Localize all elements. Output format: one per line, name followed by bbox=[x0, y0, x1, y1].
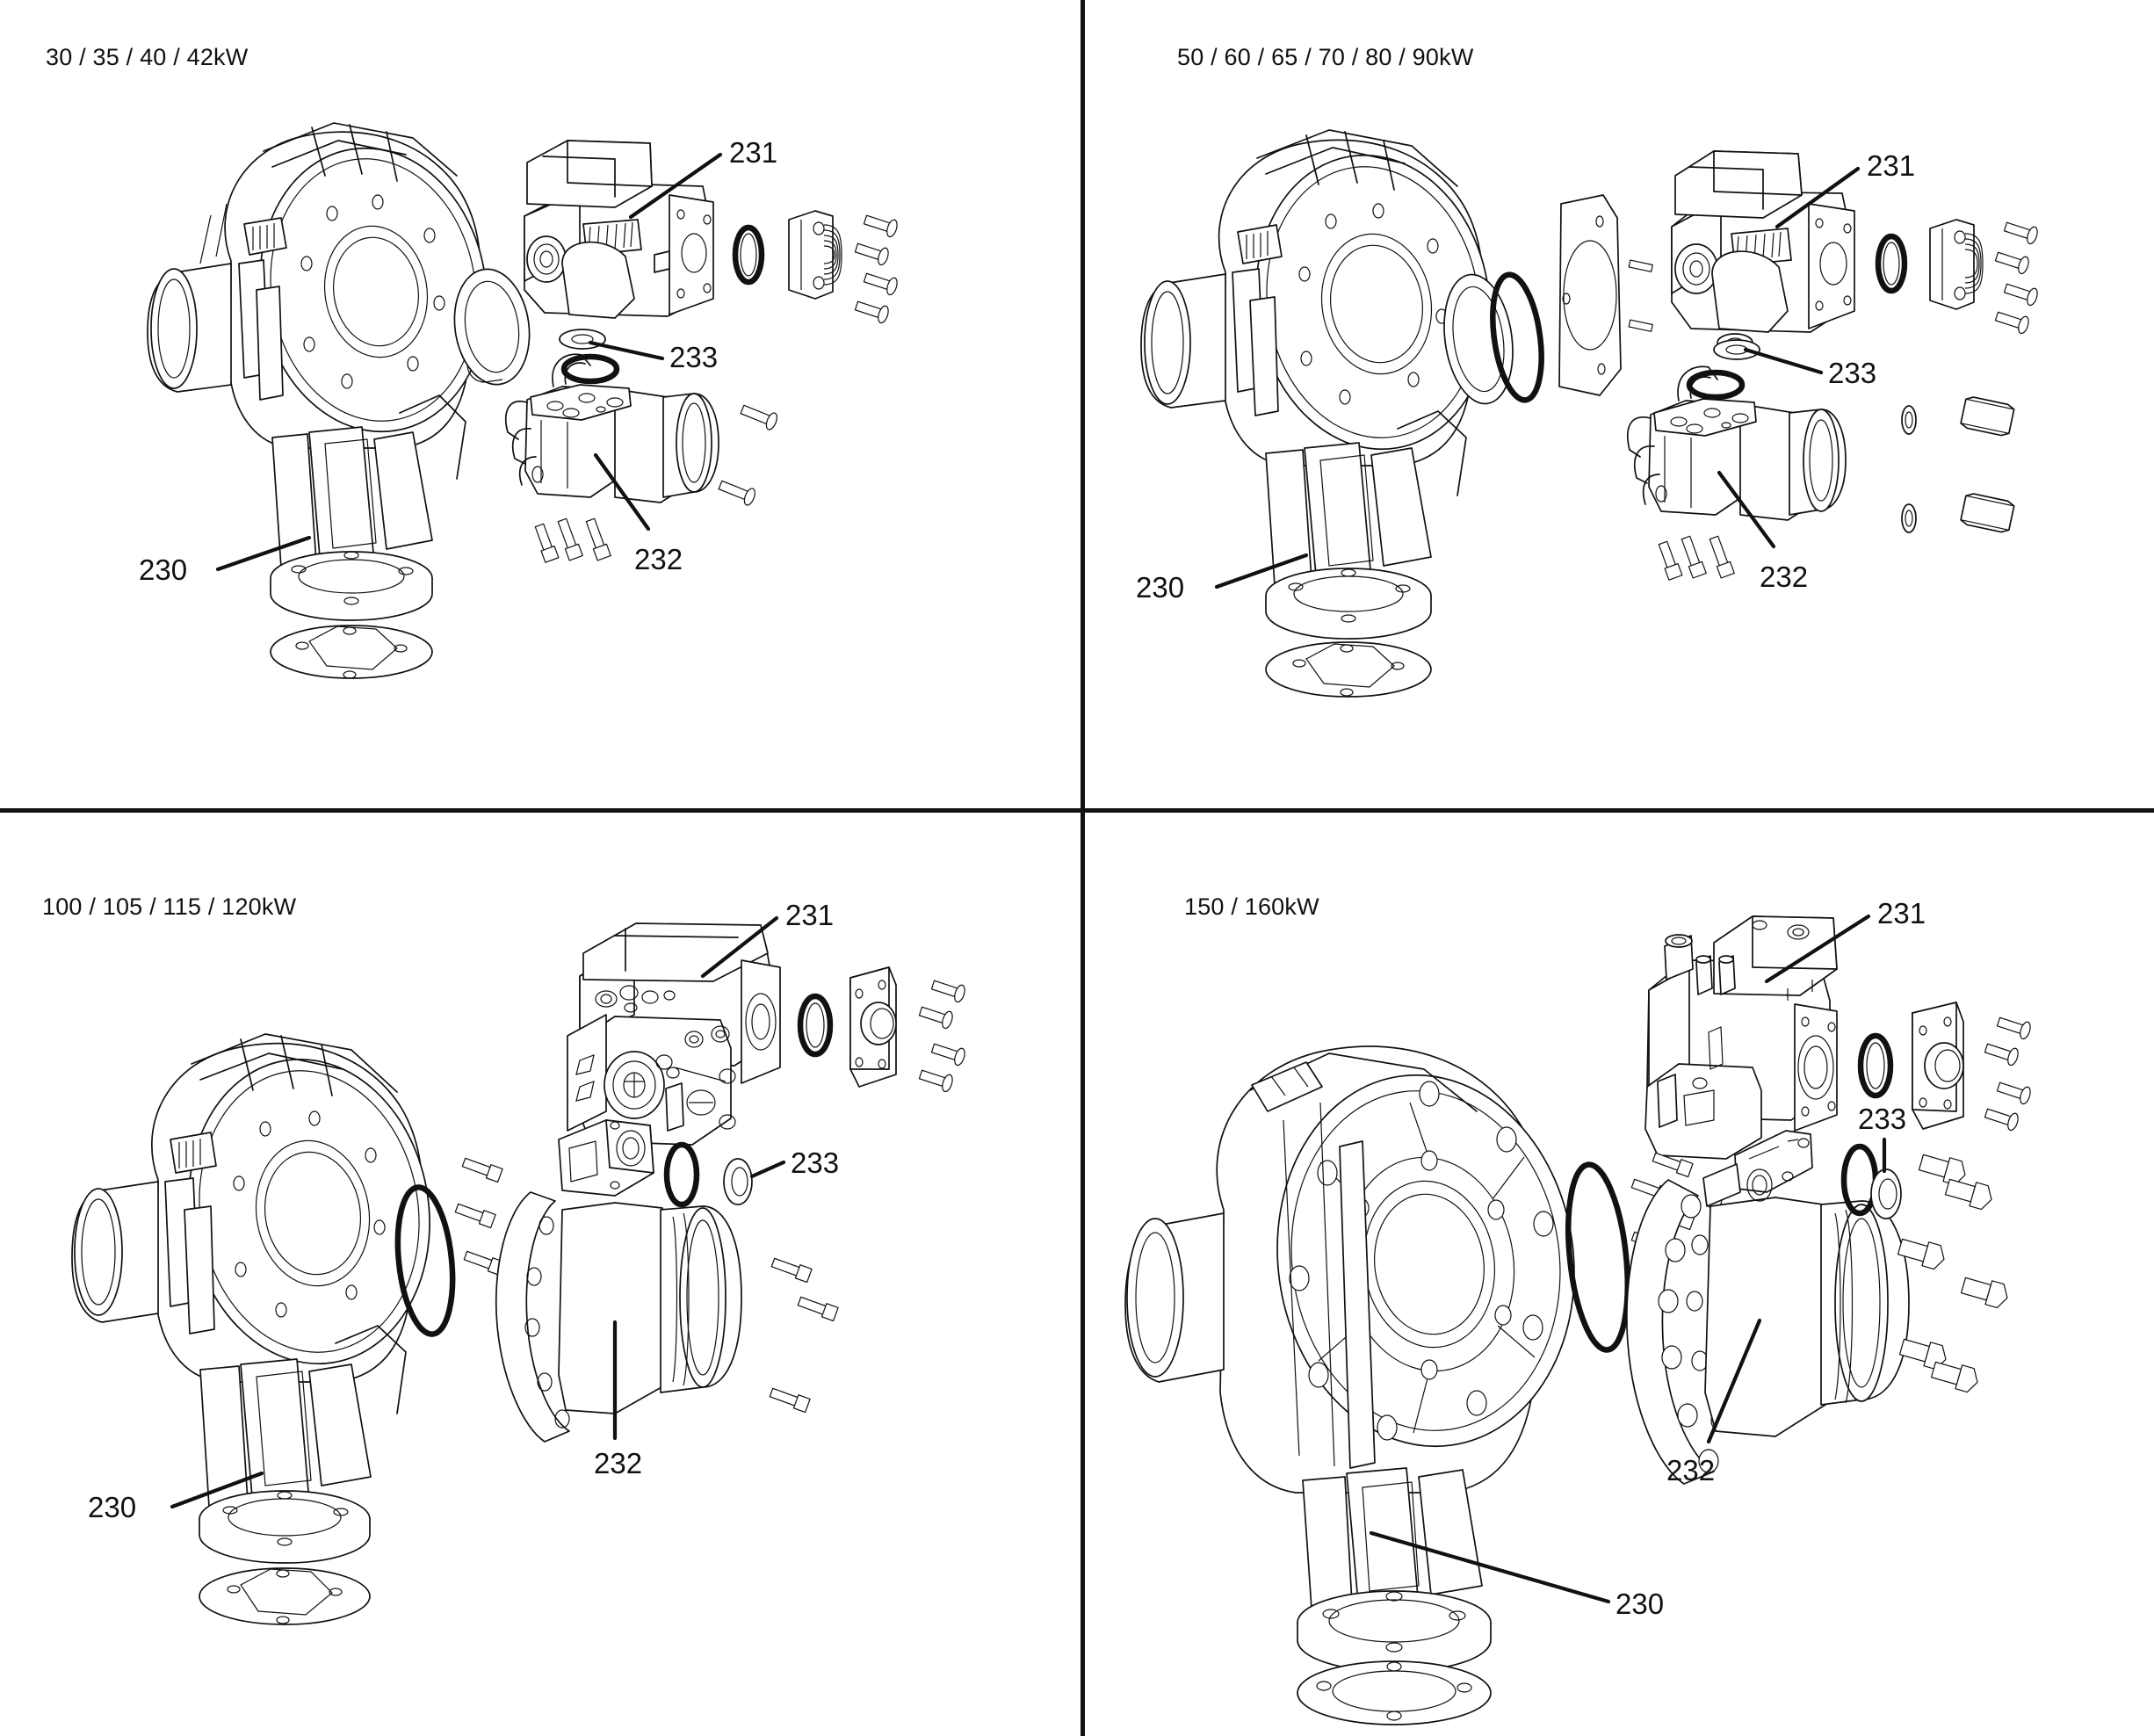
leader-231 bbox=[628, 152, 723, 220]
callout-230: 230 bbox=[1616, 1588, 1664, 1620]
fan-blower-assembly-230 bbox=[147, 122, 531, 679]
threaded-adaptor bbox=[1929, 219, 1984, 310]
callout-232: 232 bbox=[634, 543, 683, 575]
callout-230: 230 bbox=[139, 553, 187, 586]
venturi-232 bbox=[1626, 365, 1847, 521]
callout-231: 231 bbox=[1877, 897, 1926, 929]
callout-231: 231 bbox=[785, 899, 834, 931]
callout-232: 232 bbox=[1760, 561, 1808, 593]
callout-233: 233 bbox=[791, 1146, 839, 1179]
large-o-ring bbox=[1565, 1161, 1630, 1353]
valve-screws bbox=[854, 214, 898, 324]
leader-232 bbox=[1706, 1318, 1762, 1444]
venturi-bolts bbox=[534, 517, 611, 563]
valve-screws bbox=[918, 980, 965, 1093]
leader-230 bbox=[215, 535, 312, 572]
panel-title-top-left: 30 / 35 / 40 / 42kW bbox=[46, 44, 249, 70]
callout-230: 230 bbox=[1136, 571, 1184, 604]
callout-233: 233 bbox=[1828, 357, 1876, 389]
gas-valve-231 bbox=[524, 140, 714, 319]
mounting-plate bbox=[1558, 194, 1653, 396]
callout-230: 230 bbox=[88, 1491, 136, 1523]
venturi-screws bbox=[769, 1257, 839, 1414]
fan-blower-assembly-230 bbox=[1140, 129, 1544, 698]
washers-and-spacers bbox=[1901, 396, 2015, 533]
fan-blower-assembly-230 bbox=[71, 1033, 430, 1625]
valve-screws bbox=[1994, 221, 2038, 335]
large-o-ring bbox=[394, 1184, 456, 1337]
venturi-232 bbox=[1626, 1130, 1910, 1485]
venturi-o-ring bbox=[663, 1141, 700, 1208]
venturi-bolts bbox=[1658, 535, 1735, 581]
venturi-232 bbox=[495, 1119, 742, 1443]
callout-232: 232 bbox=[594, 1447, 642, 1479]
leader-230 bbox=[1369, 1530, 1611, 1604]
gas-valve-231 bbox=[1671, 150, 1855, 352]
blower-screws bbox=[454, 1157, 505, 1277]
venturi-o-ring bbox=[560, 353, 620, 385]
panel-top-right: 50 / 60 / 65 / 70 / 80 / 90kW bbox=[1085, 0, 2154, 808]
callout-232: 232 bbox=[1666, 1454, 1715, 1486]
threaded-adaptor bbox=[788, 210, 842, 300]
callout-233: 233 bbox=[669, 341, 718, 373]
exploded-view-bottom-right: 231 233 230 232 bbox=[1124, 897, 2031, 1725]
leader-233 bbox=[588, 340, 665, 361]
seal-washer-233 bbox=[1713, 339, 1760, 360]
panel-title-bottom-right: 150 / 160kW bbox=[1184, 893, 1319, 920]
valve-o-ring bbox=[1875, 233, 1908, 294]
valve-o-ring bbox=[797, 993, 834, 1058]
panel-title-bottom-left: 100 / 105 / 115 / 120kW bbox=[42, 893, 297, 920]
panel-top-left: 30 / 35 / 40 / 42kW bbox=[0, 0, 1081, 808]
flange-plate bbox=[849, 966, 897, 1088]
leader-230 bbox=[1214, 553, 1309, 590]
fan-blower-assembly-230 bbox=[1124, 1045, 1575, 1725]
leader-232 bbox=[593, 452, 651, 532]
horizontal-divider bbox=[0, 808, 2154, 813]
venturi-o-ring bbox=[1686, 369, 1746, 401]
valve-screws bbox=[1984, 1016, 2031, 1132]
panel-title-top-right: 50 / 60 / 65 / 70 / 80 / 90kW bbox=[1177, 44, 1474, 70]
callout-233: 233 bbox=[1858, 1103, 1906, 1135]
seal-washer-233 bbox=[1870, 1168, 1902, 1219]
callout-231: 231 bbox=[1867, 149, 1915, 182]
leader-233 bbox=[1743, 347, 1824, 375]
leader-233 bbox=[749, 1160, 786, 1179]
callout-231: 231 bbox=[729, 136, 777, 169]
leader-230 bbox=[170, 1471, 264, 1509]
exploded-view-top-left: 231 233 230 232 bbox=[139, 122, 898, 679]
panel-bottom-right: 150 / 160kW bbox=[1085, 813, 2154, 1736]
seal-washer-233 bbox=[723, 1158, 753, 1205]
leader-232 bbox=[1717, 470, 1776, 549]
venturi-screws bbox=[718, 404, 777, 506]
venturi-232 bbox=[504, 353, 719, 503]
valve-o-ring bbox=[1857, 1032, 1894, 1099]
venturi-hex-bolts bbox=[1897, 1154, 2008, 1393]
vertical-divider bbox=[1081, 0, 1085, 1736]
exploded-view-top-right: 231 233 230 232 bbox=[1136, 129, 2038, 698]
leader-231 bbox=[1764, 914, 1871, 984]
exploded-view-bottom-left: 231 233 230 232 bbox=[71, 899, 965, 1625]
flange-plate bbox=[1912, 1002, 1964, 1130]
leader-231 bbox=[700, 915, 779, 979]
panel-bottom-left: 100 / 105 / 115 / 120kW bbox=[0, 813, 1081, 1736]
gas-valve-231 bbox=[1644, 915, 1838, 1160]
valve-o-ring bbox=[732, 224, 765, 286]
leader-231 bbox=[1775, 166, 1861, 229]
gas-valve-231 bbox=[567, 922, 781, 1146]
